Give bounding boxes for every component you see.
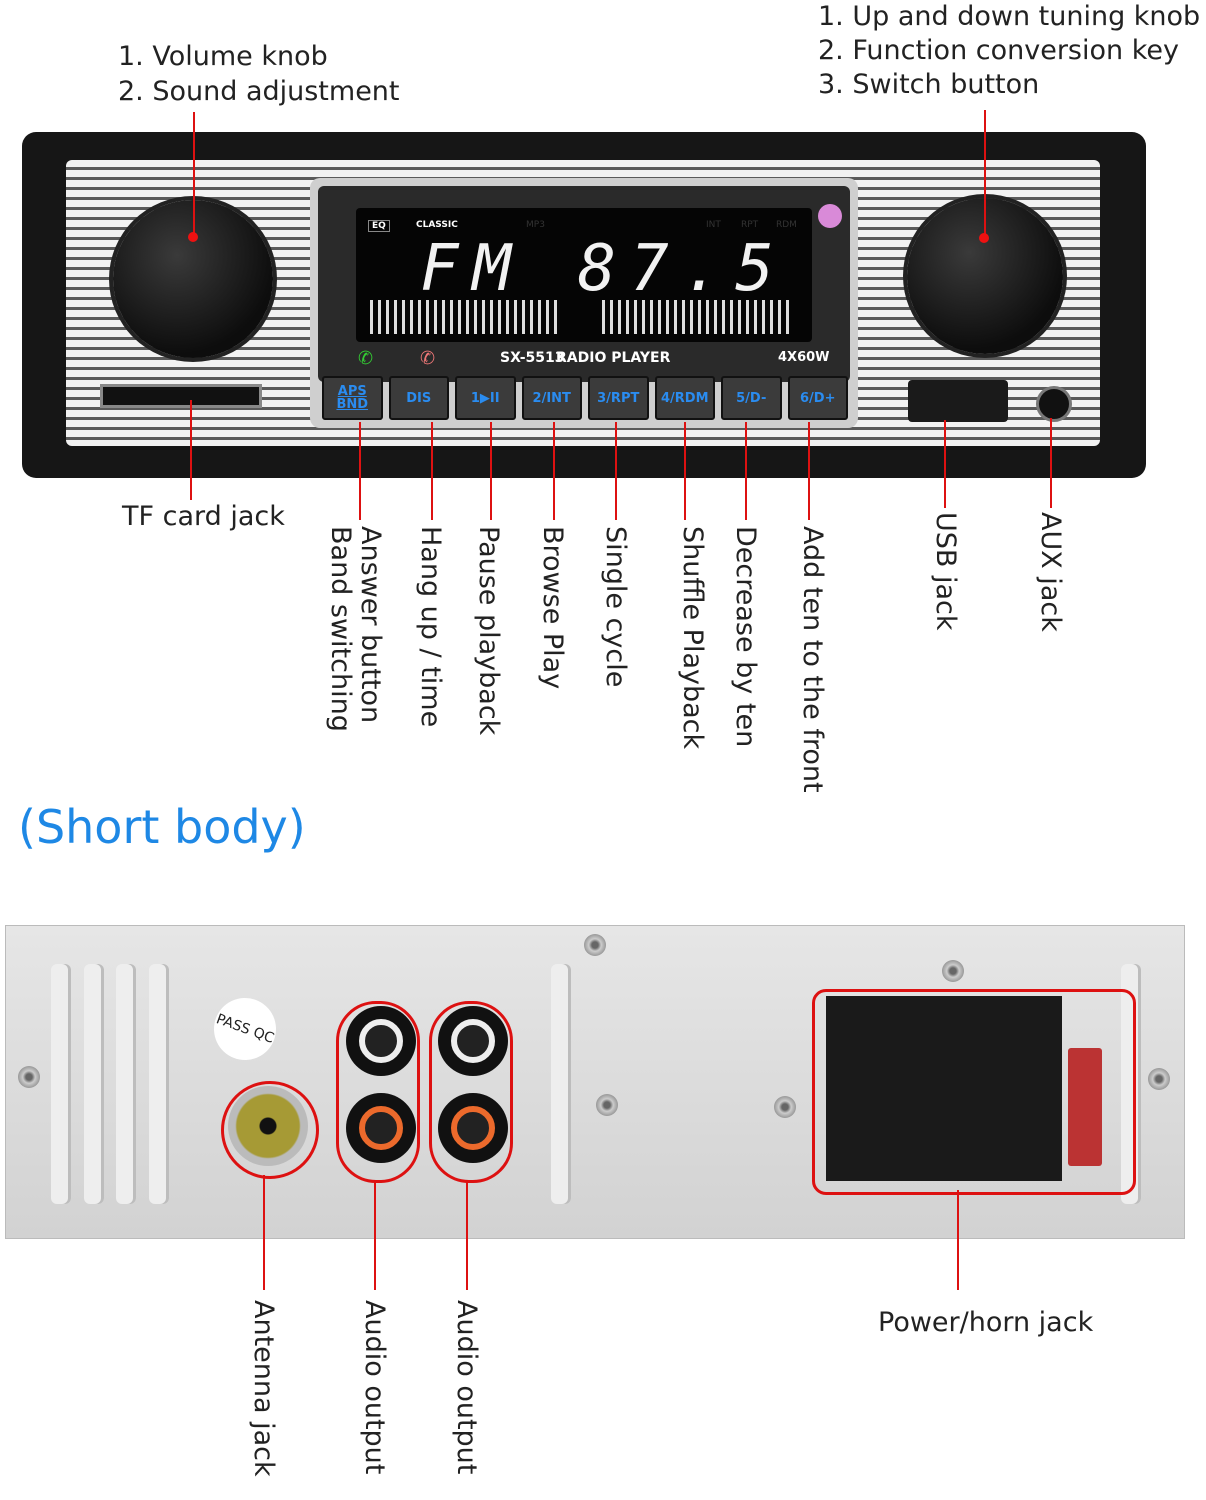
label-band-switching: Band switching [325,526,356,732]
callout-line [431,422,433,520]
vent-rib [116,964,136,1204]
spectrum-bars [370,300,790,334]
label-power-horn-jack: Power/horn jack [878,1307,1094,1338]
callout-dot [188,232,198,242]
eq-mode: CLASSIC [416,220,458,230]
frequency-readout: FM 87.5 [420,232,788,306]
rpt-indicator: RPT [741,220,759,230]
screw [596,1094,618,1116]
callout-line [263,1175,265,1290]
mp3-indicator: MP3 [526,220,545,230]
audio-output-highlight-1 [336,1001,420,1183]
callout-line [374,1180,376,1290]
callout-line [193,112,195,237]
vent-rib [149,964,169,1204]
callout-line [190,400,192,500]
d-plus-button[interactable]: 6/D+ [787,376,848,420]
label-hang-up: Hang up / time [415,526,446,728]
tf-card-slot[interactable] [100,384,262,408]
callout-line [1050,418,1052,508]
callout-line [745,422,747,520]
rdm-button[interactable]: 4/RDM [654,376,715,420]
screw [584,934,606,956]
callout-line [490,422,492,520]
label-add-ten: Add ten to the front [797,526,828,793]
screw [1148,1068,1170,1090]
ir-sensor [818,204,842,228]
label-shuffle-playback: Shuffle Playback [677,526,708,750]
label-aux-jack: AUX jack [1035,512,1066,632]
rpt-button[interactable]: 3/RPT [588,376,649,420]
callout-sound-adjustment: 2. Sound adjustment [118,76,400,107]
callout-line [808,422,810,520]
callout-line [359,422,361,520]
callout-line [684,422,686,520]
label-pause-playback: Pause playback [473,526,504,736]
callout-function-key: 2. Function conversion key [818,35,1179,66]
aps-bnd-button[interactable]: APS BND [322,376,383,420]
callout-line [984,110,986,238]
callout-line [466,1180,468,1290]
label-decrease-by-ten: Decrease by ten [730,526,761,748]
hangup-phone-icon: ✆ [420,348,436,369]
vent-rib [84,964,104,1204]
rdm-indicator: RDM [776,220,797,230]
callout-switch-button: 3. Switch button [818,69,1040,100]
preset-button-row: APS BND DIS 1▶II 2/INT 3/RPT 4/RDM 5/D- … [322,376,848,420]
callout-dot [979,233,989,243]
callout-volume-knob: 1. Volume knob [118,41,328,72]
label-answer-button: Answer button [355,526,386,724]
radio-back-panel: PASS QC [5,925,1185,1239]
label-audio-output-2: Audio output [451,1300,482,1475]
power-highlight [812,989,1136,1195]
fuse [1068,1048,1102,1166]
int-button[interactable]: 2/INT [521,376,582,420]
label-tf-card-jack: TF card jack [122,501,285,532]
answer-phone-icon: ✆ [358,348,374,369]
antenna-highlight [221,1081,319,1179]
callout-line [553,422,555,520]
iso-power-connector[interactable] [826,996,1062,1181]
screw [942,960,964,982]
power-rating: 4X60W [778,350,830,365]
audio-output-highlight-2 [429,1001,513,1183]
section-title: (Short body) [18,800,306,854]
model-label: SX-5513 [500,350,565,366]
label-antenna-jack: Antenna jack [248,1300,279,1477]
screw [774,1096,796,1118]
aux-port[interactable] [1036,386,1072,422]
int-indicator: INT [706,220,721,230]
play-pause-button[interactable]: 1▶II [455,376,516,420]
dis-button[interactable]: DIS [388,376,449,420]
label-audio-output-1: Audio output [359,1300,390,1475]
pass-qc-sticker: PASS QC [205,989,285,1069]
label-single-cycle: Single cycle [600,526,631,688]
eq-indicator: EQ [368,220,390,232]
product-label: RADIO PLAYER [556,350,671,366]
callout-line [957,1190,959,1290]
d-minus-button[interactable]: 5/D- [721,376,782,420]
vent-rib [551,964,571,1204]
callout-line [615,422,617,520]
vent-rib [51,964,71,1204]
callout-line [944,420,946,508]
vent-rib [1121,964,1141,1204]
usb-port[interactable] [908,380,1008,422]
screw [18,1066,40,1088]
label-browse-play: Browse Play [537,526,568,690]
label-usb-jack: USB jack [930,512,961,631]
callout-tuning-knob: 1. Up and down tuning knob [818,1,1201,32]
